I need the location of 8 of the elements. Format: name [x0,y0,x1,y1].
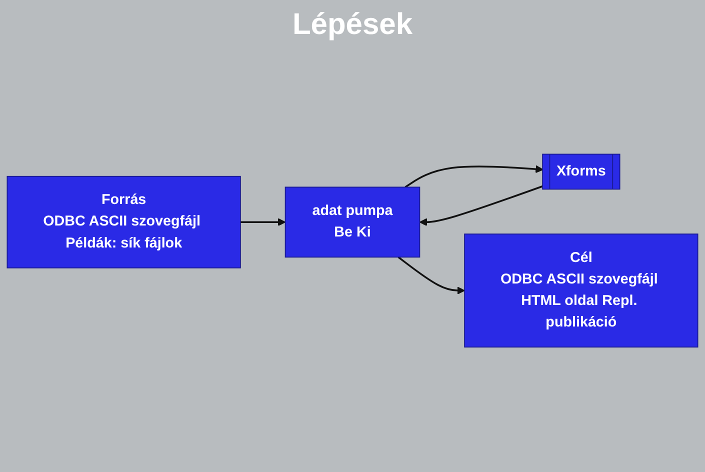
node-box: Cél ODBC ASCII szovegfájl HTML oldal Repl. publikáció [464,234,698,348]
arrow [404,166,544,188]
arrow [240,218,286,226]
node-box: adat pumpa Be Ki [284,187,420,258]
arrow [419,186,544,226]
node-box: Forrás ODBC ASCII szovegfájl Példák: sík fájlok [6,176,241,269]
arrow [398,256,465,295]
diagram-title: Lépések [291,8,414,42]
